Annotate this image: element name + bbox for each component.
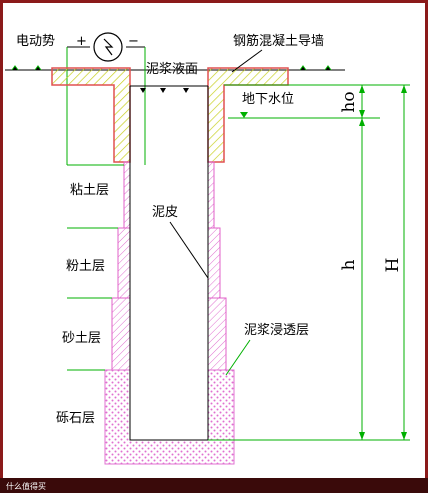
- seepage-leader: [225, 339, 251, 376]
- groundwater-mark: [240, 112, 248, 118]
- gravel-zone: [104, 369, 235, 465]
- dimension-lines: [208, 84, 410, 441]
- gravel-layer-label: 砾石层: [56, 411, 95, 426]
- minus-sign: −: [128, 34, 139, 49]
- slurry-level-marks: [140, 88, 189, 93]
- emf-meter: [66, 32, 146, 165]
- trench-wall-left-clay: [123, 161, 131, 229]
- trench-wall-right-sand: [207, 297, 227, 371]
- ho-dimension-label: ho: [339, 91, 359, 112]
- emf-label: 电动势: [16, 33, 55, 49]
- trench-wall-right-clay: [207, 161, 215, 229]
- watermark: 什么值得买: [6, 481, 46, 491]
- H-dimension-label: H: [383, 258, 403, 273]
- guide-wall-left: [51, 67, 131, 163]
- guide-wall-right: [207, 67, 289, 163]
- groundwater-label: 地下水位: [242, 92, 294, 107]
- mud-skin-leader: [169, 221, 209, 279]
- h-dimension-label: h: [339, 259, 359, 270]
- trench-wall-left-silt: [117, 227, 131, 299]
- wall-leader: [231, 49, 263, 73]
- wall-label: 钢筋混凝土导墙: [233, 33, 324, 49]
- seepage-label: 泥浆浸透层: [244, 323, 309, 338]
- silt-layer-label: 粉土层: [66, 259, 105, 274]
- sand-layer-label: 砂土层: [62, 331, 101, 346]
- trench-wall-left-sand: [111, 297, 131, 371]
- trench-wall-right-silt: [207, 227, 221, 299]
- plus-sign: +: [76, 34, 87, 49]
- clay-layer-label: 粘土层: [70, 183, 109, 198]
- trench-outline: [129, 86, 209, 441]
- bottom-strip: [0, 478, 428, 493]
- mud-skin-label: 泥皮: [152, 205, 178, 220]
- slurry-level-label: 泥浆液面: [146, 62, 198, 77]
- layer-leaders: [67, 164, 124, 371]
- dimension-arrows: [359, 85, 407, 440]
- grass-marks: [11, 65, 332, 71]
